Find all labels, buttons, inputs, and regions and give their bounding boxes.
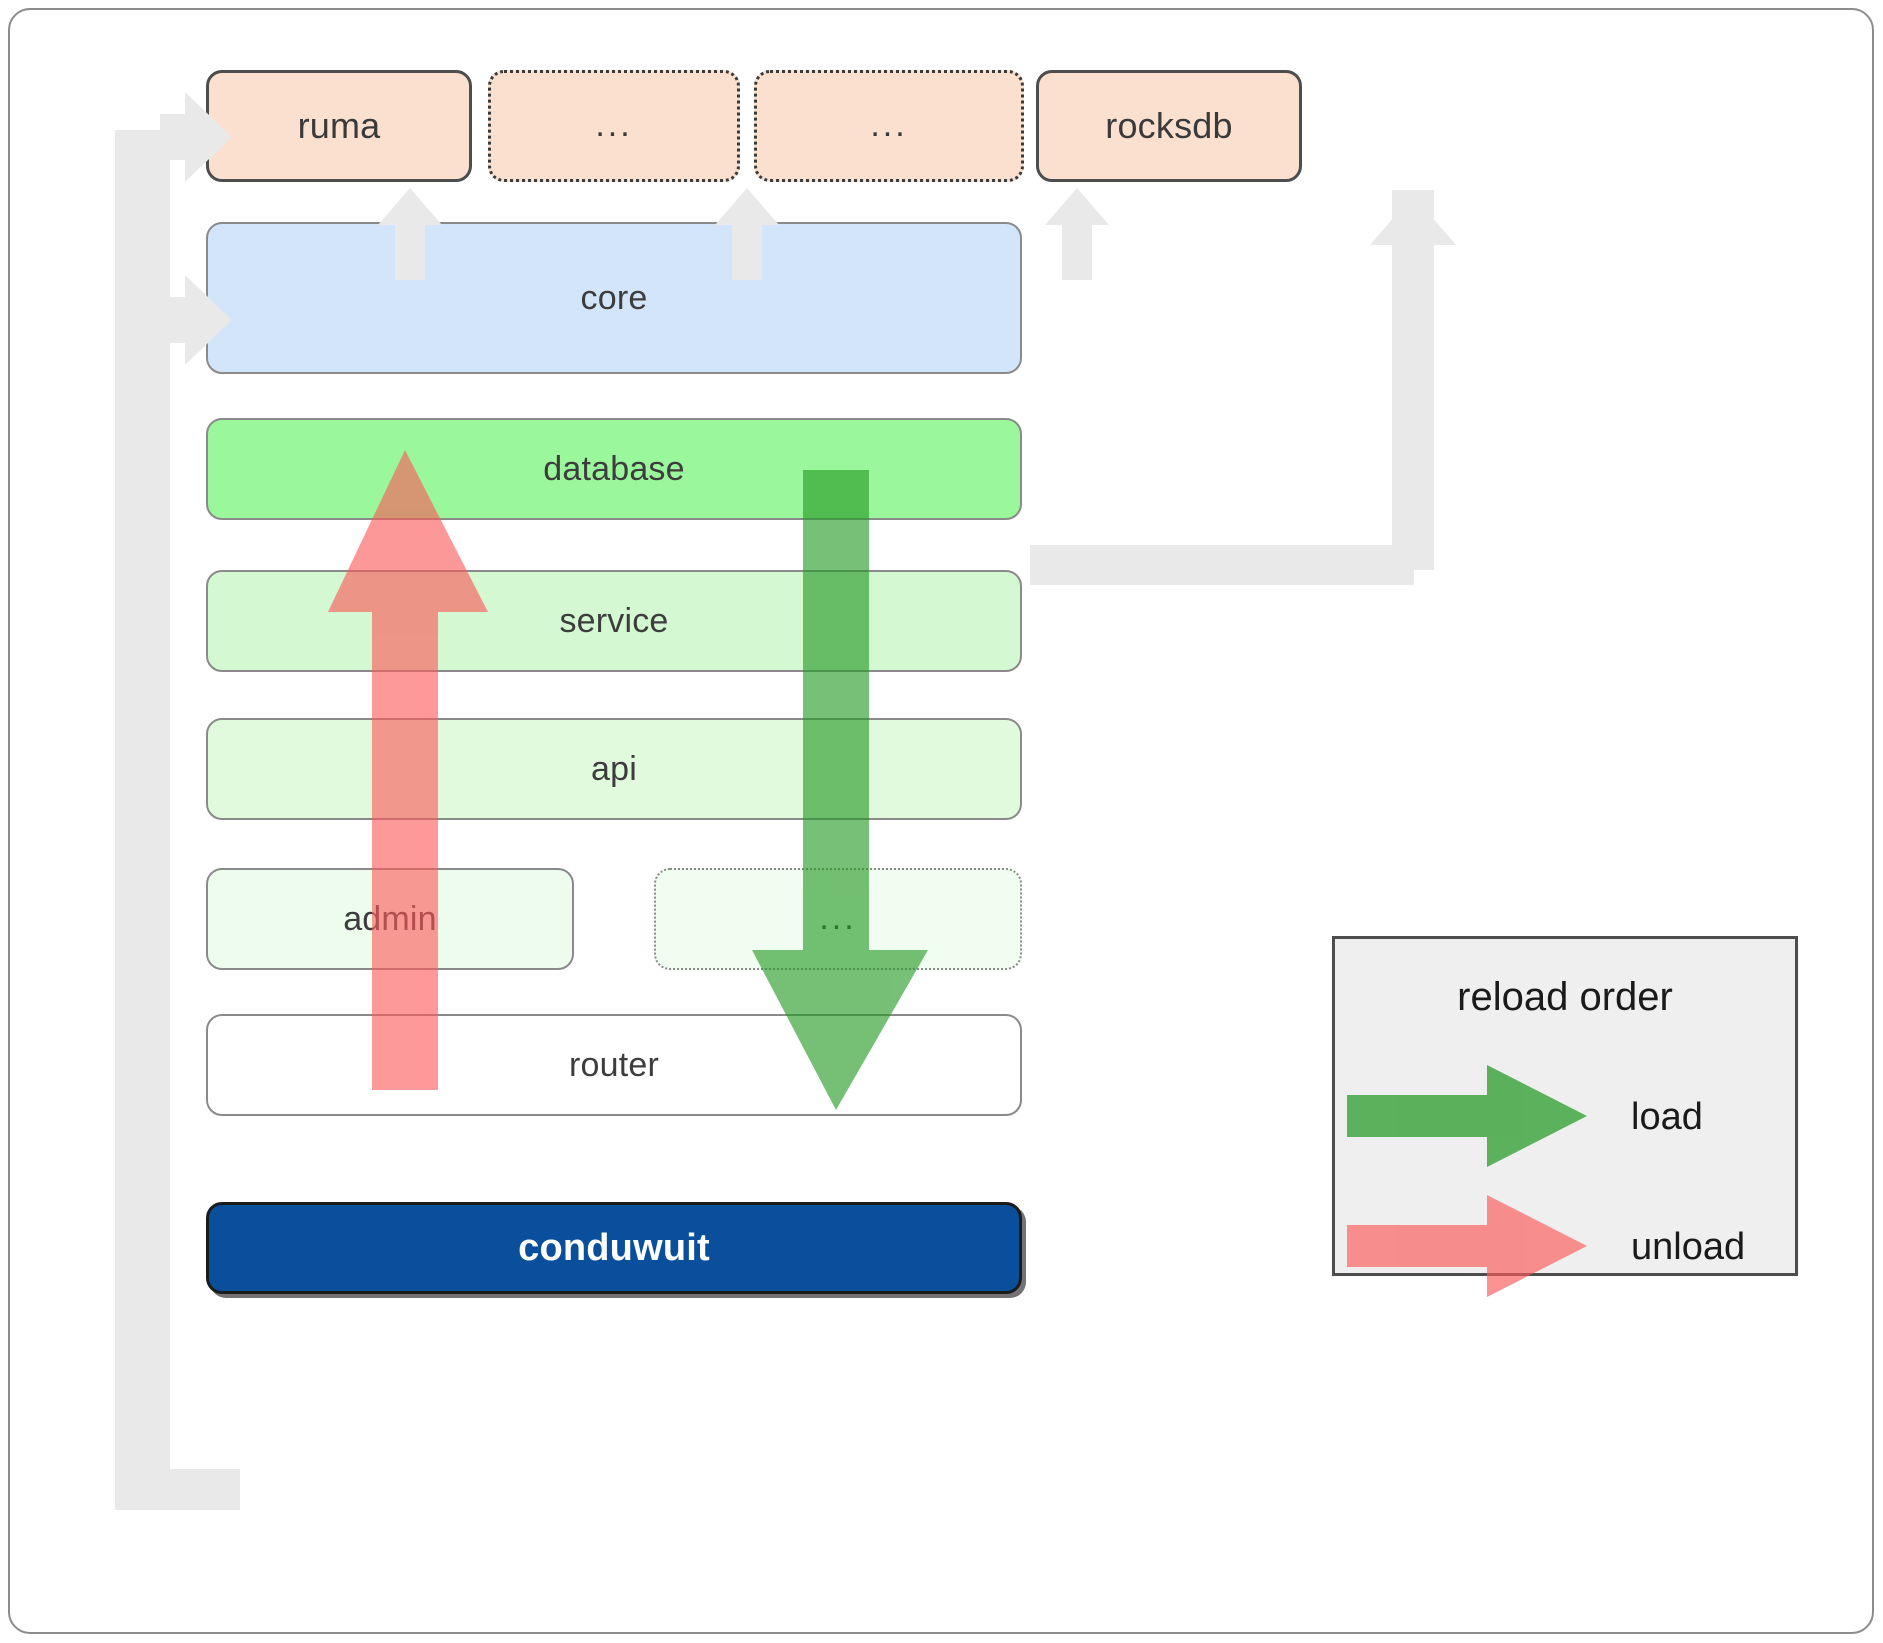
layer-box-core[interactable]: core <box>206 222 1022 374</box>
layer-label-placeholder: ... <box>819 899 857 938</box>
layer-box-database[interactable]: database <box>206 418 1022 520</box>
application-box-conduwuit[interactable]: conduwuit <box>206 1202 1022 1294</box>
layer-box-placeholder[interactable]: ... <box>654 868 1022 970</box>
legend-label-load: load <box>1631 1095 1703 1138</box>
application-label: conduwuit <box>518 1226 710 1269</box>
layer-label-admin: admin <box>343 899 437 938</box>
connector-database-to-rocksdb <box>1030 545 1414 585</box>
layer-box-api[interactable]: api <box>206 718 1022 820</box>
load-arrow-icon <box>1347 1065 1587 1167</box>
layer-label-core: core <box>580 278 648 317</box>
legend-panel: reload order load unload <box>1332 936 1798 1297</box>
dependency-label-ruma: ruma <box>297 105 381 146</box>
layer-label-router: router <box>568 1045 660 1084</box>
dependency-label-placeholder-2: ... <box>870 106 908 145</box>
layer-label-api: api <box>591 749 637 788</box>
dependency-box-placeholder-1[interactable]: ... <box>488 70 740 182</box>
legend-title: reload order <box>1457 975 1673 1019</box>
connector-rocksdb-arrowhead <box>1370 195 1456 245</box>
diagram-canvas: ruma ... ... rocksdb core database servi… <box>8 8 1874 1634</box>
legend-row-load: load <box>1335 1065 1795 1167</box>
arrow-core-to-dep2 <box>1045 188 1109 280</box>
dependency-box-rocksdb[interactable]: rocksdb <box>1036 70 1302 182</box>
layer-box-router[interactable]: router <box>206 1014 1022 1116</box>
legend-label-unload: unload <box>1631 1225 1746 1268</box>
legend-row-unload: unload <box>1335 1195 1795 1297</box>
layer-label-database: database <box>543 449 685 488</box>
connector-rocksdb-riser <box>1392 190 1434 570</box>
dependency-box-ruma[interactable]: ruma <box>206 70 472 182</box>
layer-box-service[interactable]: service <box>206 570 1022 672</box>
layer-box-admin[interactable]: admin <box>206 868 574 970</box>
unload-arrow-icon <box>1347 1195 1587 1297</box>
dependency-label-placeholder-1: ... <box>595 106 633 145</box>
connector-app-bottom <box>115 1469 240 1510</box>
dependency-label-rocksdb: rocksdb <box>1105 105 1233 146</box>
connector-app-to-deps <box>115 130 170 1497</box>
layer-label-service: service <box>559 601 669 640</box>
dependency-box-placeholder-2[interactable]: ... <box>754 70 1024 182</box>
